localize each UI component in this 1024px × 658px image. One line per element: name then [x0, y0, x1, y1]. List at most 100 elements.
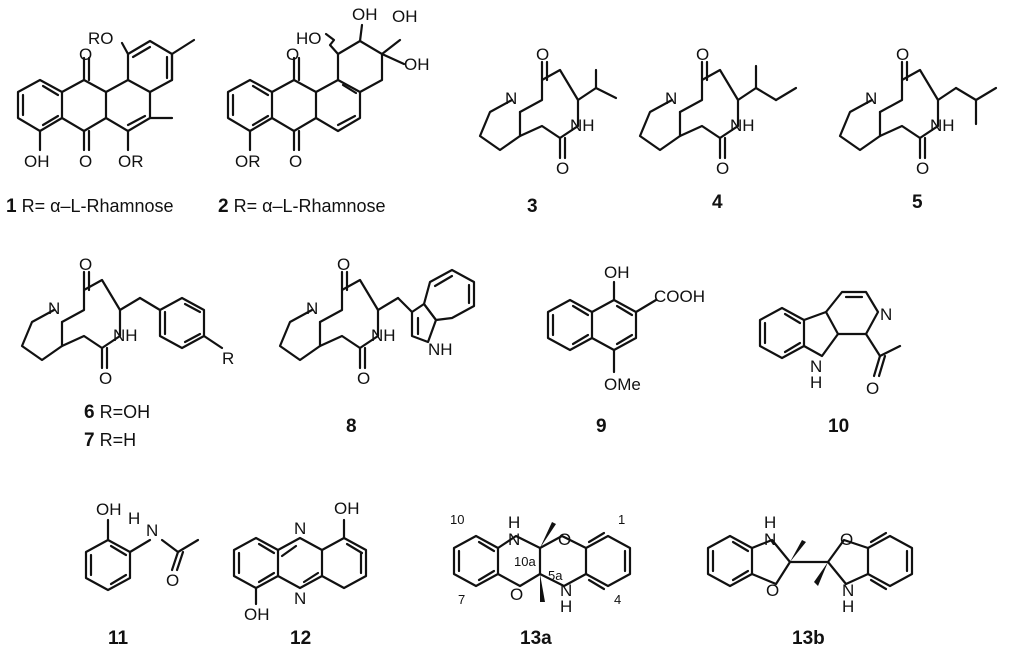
caption-compound-7: 7 R=H: [84, 430, 136, 451]
atom-o: O: [556, 159, 569, 178]
atom-n: N: [508, 530, 520, 549]
caption-compound-4: 4: [712, 192, 723, 213]
atom-oh: OH: [604, 263, 630, 282]
atom-n: N: [306, 299, 318, 318]
atom-o: O: [766, 581, 779, 600]
atom-nh: NH: [428, 340, 453, 359]
caption-compound-12: 12: [290, 628, 311, 649]
atom-o: O: [558, 530, 571, 549]
atom-cooh: COOH: [654, 287, 705, 306]
atom-o: O: [99, 369, 112, 388]
structure-compound-13a: H N O O N H 10 1 10a 5a 7 4 13a: [450, 512, 632, 649]
caption-compound-1: 1 R= α–L-Rhamnose: [6, 196, 174, 217]
atom-o: O: [357, 369, 370, 388]
structure-compound-2: O O HO OH OH OH OR 2 R= α–L-Rhamnose: [218, 5, 430, 217]
structure-compound-9: OH COOH OMe 9: [546, 263, 705, 437]
structure-compound-3: N O NH O 3: [478, 45, 618, 217]
structure-compound-10: N N H O 10: [758, 290, 902, 437]
position-10a: 10a: [514, 554, 536, 569]
position-7: 7: [458, 592, 465, 607]
atom-n: N: [146, 521, 158, 540]
atom-r: R: [222, 349, 234, 368]
atom-nh: NH: [930, 116, 955, 135]
position-1: 1: [618, 512, 625, 527]
atom-o: O: [286, 45, 299, 64]
atom-n: N: [294, 589, 306, 608]
atom-oh: OH: [334, 499, 360, 518]
atom-oh: OH: [352, 5, 378, 24]
atom-ome: OMe: [604, 375, 641, 394]
structure-compound-5: N O NH O 5: [838, 45, 998, 213]
atom-h: H: [764, 513, 776, 532]
atom-o: O: [289, 152, 302, 171]
caption-compound-11: 11: [108, 628, 129, 649]
atom-n: N: [842, 581, 854, 600]
atom-o: O: [866, 379, 879, 398]
atom-oh: OH: [24, 152, 50, 171]
wedge-bond: [814, 562, 828, 586]
atom-n: N: [560, 581, 572, 600]
structure-compound-1: RO O O OR OH 1 R= α–L-Rhamnose: [6, 29, 196, 217]
atom-n: N: [865, 89, 877, 108]
structure-compound-12: N N OH OH 12: [232, 499, 368, 649]
atom-or: OR: [118, 152, 144, 171]
caption-compound-10: 10: [828, 416, 849, 437]
atom-n: N: [880, 305, 892, 324]
atom-h: H: [128, 509, 140, 528]
caption-compound-5: 5: [912, 192, 923, 213]
atom-oh: OH: [244, 605, 270, 624]
structure-compound-13b: H N O O N H 13b: [706, 513, 914, 649]
atom-nh: NH: [730, 116, 755, 135]
atom-o: O: [79, 255, 92, 274]
atom-o: O: [337, 255, 350, 274]
atom-oh: OH: [392, 7, 418, 26]
caption-compound-9: 9: [596, 416, 607, 437]
atom-o: O: [536, 45, 549, 64]
caption-compound-13a: 13a: [520, 628, 552, 649]
caption-compound-8: 8: [346, 416, 357, 437]
caption-compound-13b: 13b: [792, 628, 825, 649]
atom-nh: NH: [371, 326, 396, 345]
atom-o: O: [840, 530, 853, 549]
atom-n: N: [764, 530, 776, 549]
atom-ho: HO: [296, 29, 322, 48]
wedge-bond: [540, 574, 545, 602]
atom-oh: OH: [404, 55, 430, 74]
atom-h: H: [508, 513, 520, 532]
position-10: 10: [450, 512, 464, 527]
caption-compound-3: 3: [527, 196, 538, 217]
wedge-bond: [540, 522, 556, 548]
position-5a: 5a: [548, 568, 563, 583]
atom-ro: RO: [88, 29, 114, 48]
atom-n: N: [665, 89, 677, 108]
atom-o: O: [916, 159, 929, 178]
structure-compound-6-7: N O NH O R 6 R=OH 7 R=H: [20, 255, 234, 451]
atom-h: H: [842, 597, 854, 616]
atom-or: OR: [235, 152, 261, 171]
caption-compound-2: 2 R= α–L-Rhamnose: [218, 196, 386, 217]
atom-n: N: [48, 299, 60, 318]
atom-n: N: [294, 519, 306, 538]
structure-compound-11: OH N H O 11: [84, 500, 200, 649]
atom-h: H: [810, 373, 822, 392]
atom-o: O: [896, 45, 909, 64]
caption-compound-6: 6 R=OH: [84, 402, 150, 423]
atom-o: O: [79, 152, 92, 171]
atom-nh: NH: [570, 116, 595, 135]
atom-o: O: [696, 45, 709, 64]
atom-o: O: [79, 45, 92, 64]
wedge-bond: [790, 540, 806, 562]
atom-o: O: [510, 585, 523, 604]
atom-o: O: [716, 159, 729, 178]
atom-n: N: [810, 357, 822, 376]
atom-n: N: [505, 89, 517, 108]
atom-nh: NH: [113, 326, 138, 345]
structure-compound-4: N O NH O 4: [638, 45, 798, 213]
atom-oh: OH: [96, 500, 122, 519]
position-4: 4: [614, 592, 621, 607]
atom-h: H: [560, 597, 572, 616]
atom-o: O: [166, 571, 179, 590]
structure-compound-8: N O NH O NH 8: [278, 255, 476, 437]
